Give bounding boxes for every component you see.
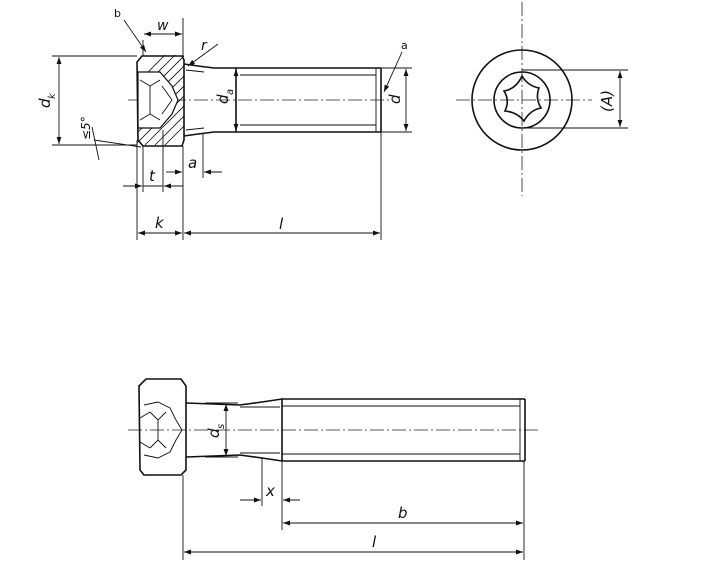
head-outline [136, 55, 185, 147]
head-recess [137, 71, 179, 129]
A-label: (A) [598, 90, 616, 112]
a-dimension-label: a [188, 154, 197, 172]
bottom-head-outline [138, 378, 187, 476]
ds-subscript: s [216, 424, 227, 429]
end-view: (A) [456, 2, 628, 196]
a-note-label: a [401, 39, 408, 52]
b-dimension-label: b [398, 504, 408, 522]
hexalobular-recess-shape [502, 74, 543, 123]
r-leader [187, 43, 219, 67]
w-label: w [157, 18, 169, 34]
bottom-side-view: d s x b l [128, 378, 540, 560]
b-leader [123, 19, 147, 53]
dk-label: d [36, 98, 54, 108]
l-label-top: l [279, 215, 284, 233]
b-note-label: b [114, 7, 121, 20]
ds-label: d [205, 428, 223, 438]
k-label: k [155, 214, 165, 232]
d-label: d [386, 94, 404, 104]
l-label-bottom: l [372, 533, 377, 551]
bottom-shank-outline [185, 398, 283, 462]
t-label: t [149, 167, 156, 185]
bottom-head-recess [139, 401, 183, 459]
da-subscript: a [225, 89, 236, 95]
da-label: d [214, 94, 232, 104]
angle-label: ≤5° [79, 116, 93, 140]
top-side-view: b a w r d k d a d ≤5° a t k l [36, 7, 412, 240]
a-leader [383, 51, 403, 93]
dk-subscript: k [47, 92, 58, 99]
head-outer-circle [471, 49, 573, 151]
r-label: r [201, 38, 208, 54]
x-label: x [265, 482, 275, 500]
